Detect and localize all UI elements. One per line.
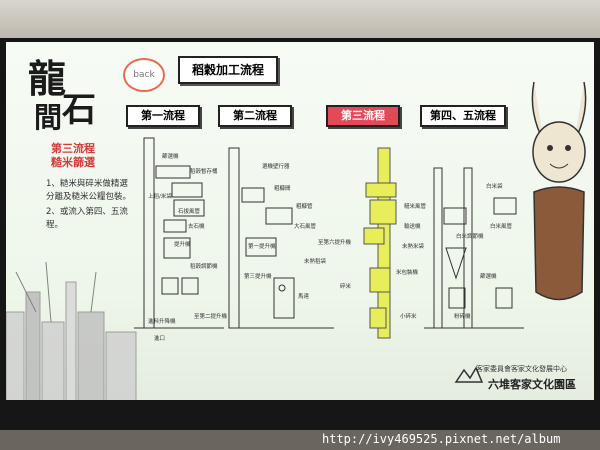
cityscape-sketch xyxy=(6,261,137,400)
page-title: 稻穀加工流程 xyxy=(178,56,278,84)
diagram-label: 小碎米 xyxy=(400,312,417,320)
diagram-label: 篩選機 xyxy=(162,152,179,160)
kiosk-screen: 龍 石 間 back 稻穀加工流程 第一流程 第二流程 第三流程 第四、五流程 … xyxy=(6,42,594,400)
floor-background xyxy=(0,430,600,450)
diagram-label: 去石機 xyxy=(188,222,205,230)
diagram-label: 米包裝機 xyxy=(396,268,419,276)
diagram-label: 未熟稻袋 xyxy=(304,257,327,265)
diagram-label: 篩選機 xyxy=(480,272,497,280)
logo-char: 間 xyxy=(34,101,63,134)
tab-process-3[interactable]: 第三流程 xyxy=(326,105,400,127)
step-heading: 第三流程 糙米篩選 xyxy=(51,142,95,170)
diagram-label: 白米調節機 xyxy=(456,232,484,240)
logo-char: 龍 xyxy=(28,56,67,101)
tab-process-2[interactable]: 第二流程 xyxy=(218,105,292,127)
diagram-label: 稻穀調節機 xyxy=(190,262,218,270)
diagram-label: 粗糠管 xyxy=(296,202,313,210)
diagram-label: 白米風管 xyxy=(490,222,513,230)
logo-char: 石 xyxy=(62,90,96,130)
diagram-label: 上稻/米袋 xyxy=(148,192,172,200)
diagram-label: 進料升降機 xyxy=(148,317,176,325)
mascot-character xyxy=(531,81,587,301)
diagram-label: 至第六提升機 xyxy=(318,238,352,246)
list-item: 2、或流入第四、五流程。 xyxy=(46,207,128,230)
diagram-label: 白米袋 xyxy=(486,182,503,190)
tab-process-1[interactable]: 第一流程 xyxy=(126,105,200,127)
diagram-label: 第三提升機 xyxy=(244,272,272,280)
tab-process-4-5[interactable]: 第四、五流程 xyxy=(420,105,506,127)
diagram-label: 未熟米袋 xyxy=(402,242,425,250)
diagram-label: 稻穀暫存桶 xyxy=(190,167,218,175)
diagram-label: 粗糠間 xyxy=(274,184,291,192)
longshijian-logo: 龍 石 間 xyxy=(22,48,112,140)
diagram-label: 提升機 xyxy=(174,240,191,248)
rice-processing-diagram: 篩選機 稻穀暫存桶 上稻/米袋 石拔風管 去石機 提升機 稻穀調節機 進料升降機… xyxy=(134,137,524,342)
wall-background xyxy=(0,0,600,38)
step-description-list: 1、糙米與碎米做精選分離及糙米公糧包裝。 2、或流入第四、五流程。 xyxy=(46,178,136,234)
organization-name: 六堆客家文化園區 xyxy=(488,378,576,391)
organization-logo-icon xyxy=(454,366,484,383)
organization-subtitle: 客家委員會客家文化發展中心 xyxy=(476,365,567,373)
diagram-label: 輸送機 xyxy=(404,222,421,230)
diagram-label: 糙米風管 xyxy=(404,202,427,210)
diagram-label: 第一提升機 xyxy=(248,242,276,250)
diagram-label: 石拔風管 xyxy=(178,207,201,215)
diagram-label: 進口 xyxy=(154,334,165,342)
diagram-label: 大石風管 xyxy=(294,222,317,230)
diagram-label: 粉碎機 xyxy=(454,312,471,320)
step-subtitle: 糙米篩選 xyxy=(51,156,95,169)
step-title: 第三流程 xyxy=(51,142,95,155)
photo-watermark: http://ivy469525.pixnet.net/album xyxy=(322,432,561,446)
list-item: 1、糙米與碎米做精選分離及糙米公糧包裝。 xyxy=(46,179,132,202)
diagram-label: 選機壁行器 xyxy=(262,162,290,170)
diagram-label: 馬達 xyxy=(298,292,310,300)
back-button[interactable]: back xyxy=(123,58,165,92)
diagram-label: 碎米 xyxy=(340,282,352,290)
diagram-label: 至第二提升機 xyxy=(194,312,228,320)
